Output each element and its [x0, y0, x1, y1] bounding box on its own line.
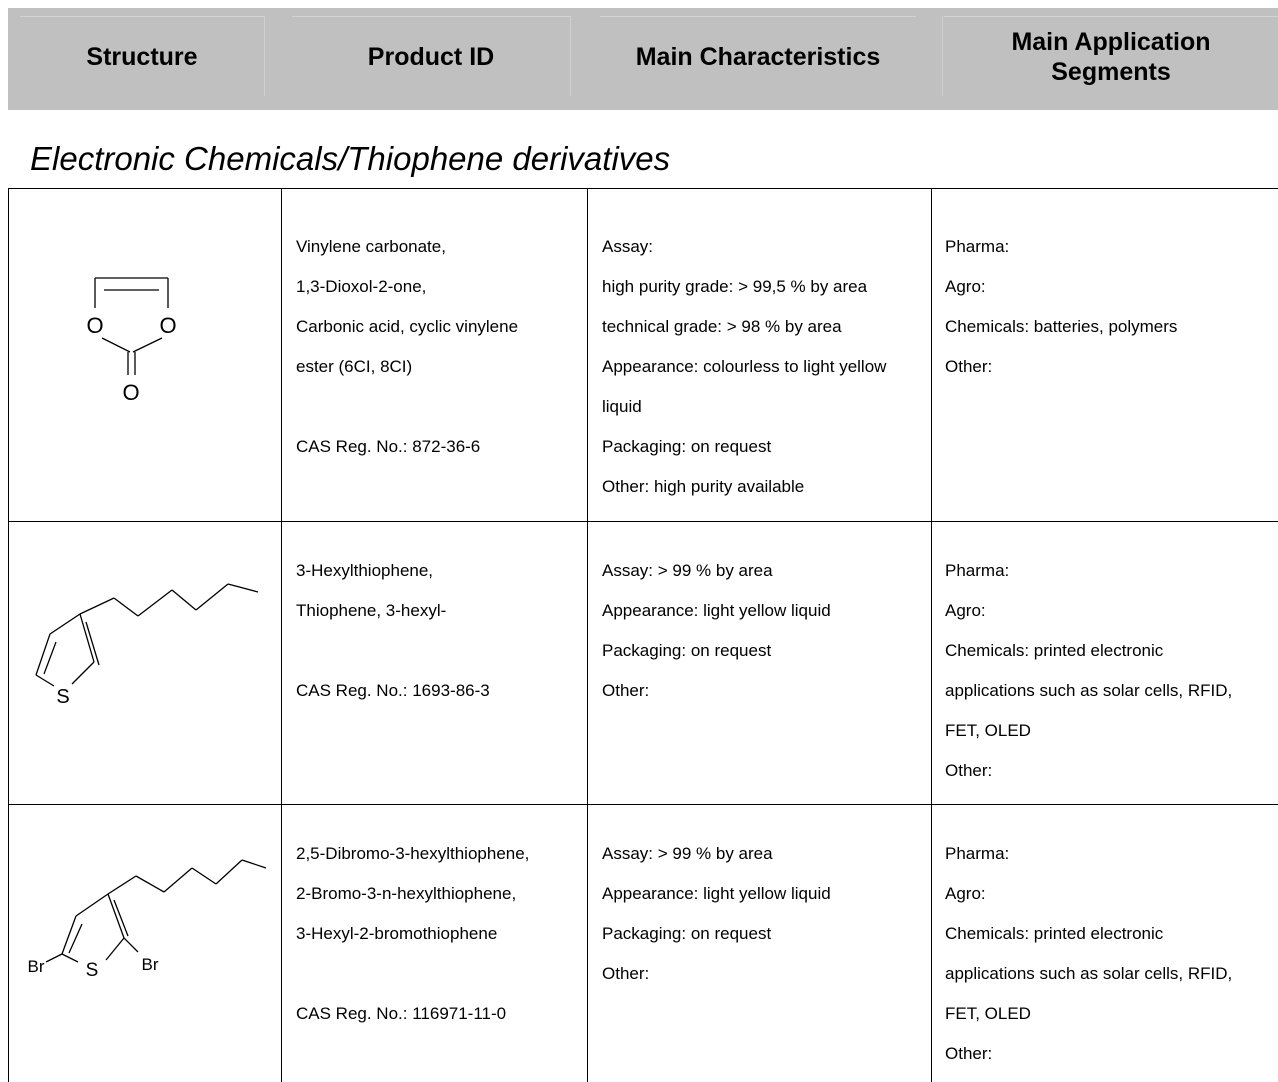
- application-line: Pharma:: [945, 561, 1010, 580]
- characteristic-line: Packaging: on request: [602, 924, 772, 943]
- atom-oxygen-bottom: O: [122, 380, 139, 405]
- header-main-characteristics-label: Main Characteristics: [635, 43, 881, 71]
- application-line: Agro:: [945, 601, 986, 620]
- application-line: Chemicals: batteries, polymers: [945, 317, 1178, 336]
- product-line: Carbonic acid, cyclic vinylene: [296, 317, 519, 336]
- atom-bromine-left: Br: [28, 957, 45, 976]
- characteristic-line: Appearance: light yellow liquid: [602, 601, 831, 620]
- header-main-application-line2: Segments: [1051, 58, 1171, 86]
- structure-vinylene-carbonate: O O O: [86, 277, 177, 405]
- application-line: Pharma:: [945, 844, 1010, 863]
- atom-sulfur: S: [86, 960, 99, 981]
- characteristic-line: Assay: > 99 % by area: [602, 844, 773, 863]
- applications-cell: Pharma: Agro: Chemicals: printed electro…: [945, 834, 1232, 1074]
- header-product-id-label: Product ID: [367, 43, 495, 71]
- header-separator: [942, 16, 943, 96]
- product-line: ester (6CI, 8CI): [296, 357, 413, 376]
- characteristic-line: high purity grade: > 99,5 % by area: [602, 277, 868, 296]
- characteristic-line: Packaging: on request: [602, 437, 772, 456]
- header-structure: Structure: [20, 16, 264, 97]
- application-line: applications such as solar cells, RFID,: [945, 681, 1233, 700]
- characteristic-line: liquid: [602, 397, 642, 416]
- header-main-application-label: Main Application Segments: [1011, 27, 1210, 87]
- application-line: Other:: [945, 357, 993, 376]
- characteristic-line: Other: high purity available: [602, 477, 805, 496]
- application-line: Pharma:: [945, 237, 1010, 256]
- header-separator: [570, 16, 571, 96]
- application-line: Other:: [945, 761, 993, 780]
- header-main-application-line1: Main Application: [1011, 28, 1211, 56]
- product-id-cell: 2,5-Dibromo-3-hexylthiophene, 2-Bromo-3-…: [296, 834, 529, 1034]
- characteristic-line: Assay:: [602, 237, 654, 256]
- applications-cell: Pharma: Agro: Chemicals: printed electro…: [945, 551, 1232, 791]
- header-main-characteristics: Main Characteristics: [600, 16, 916, 97]
- characteristic-line: technical grade: > 98 % by area: [602, 317, 842, 336]
- application-line: Chemicals: printed electronic: [945, 924, 1164, 943]
- cas-number: CAS Reg. No.: 1693-86-3: [296, 681, 490, 700]
- characteristics-cell: Assay: > 99 % by area Appearance: light …: [602, 834, 831, 994]
- atom-bromine-right: Br: [142, 955, 159, 974]
- product-id-cell: 3-Hexylthiophene, Thiophene, 3-hexyl- CA…: [296, 551, 490, 711]
- header-structure-label: Structure: [86, 43, 198, 71]
- characteristic-line: Packaging: on request: [602, 641, 772, 660]
- application-line: Agro:: [945, 884, 986, 903]
- characteristics-cell: Assay: > 99 % by area Appearance: light …: [602, 551, 831, 711]
- application-line: Chemicals: printed electronic: [945, 641, 1164, 660]
- product-line: Vinylene carbonate,: [296, 237, 446, 256]
- application-line: Agro:: [945, 277, 986, 296]
- table-header-band: [8, 8, 1278, 110]
- product-line: [296, 954, 529, 994]
- header-main-application: Main Application Segments: [944, 16, 1278, 97]
- cas-number: CAS Reg. No.: 116971-11-0: [296, 1004, 507, 1023]
- header-product-id: Product ID: [292, 16, 570, 97]
- atom-oxygen-right: O: [159, 313, 176, 338]
- application-line: FET, OLED: [945, 721, 1031, 740]
- characteristic-line: Assay: > 99 % by area: [602, 561, 773, 580]
- application-line: Other:: [945, 1044, 993, 1063]
- characteristic-line: Appearance: colourless to light yellow: [602, 357, 887, 376]
- characteristics-cell: Assay: high purity grade: > 99,5 % by ar…: [602, 227, 886, 507]
- applications-cell: Pharma: Agro: Chemicals: batteries, poly…: [945, 227, 1177, 387]
- structure-2-5-dibromo-3-hexylthiophene: Br S Br: [28, 859, 267, 981]
- characteristic-line: Other:: [602, 964, 650, 983]
- product-line: 3-Hexyl-2-bromothiophene: [296, 924, 498, 943]
- product-line: Thiophene, 3-hexyl-: [296, 601, 447, 620]
- product-line: 2-Bromo-3-n-hexylthiophene,: [296, 884, 517, 903]
- cas-number: CAS Reg. No.: 872-36-6: [296, 437, 481, 456]
- header-separator: [264, 16, 265, 96]
- application-line: FET, OLED: [945, 1004, 1031, 1023]
- product-line: 3-Hexylthiophene,: [296, 561, 434, 580]
- structure-3-hexylthiophene: S: [35, 583, 259, 708]
- product-line: 1,3-Dioxol-2-one,: [296, 277, 427, 296]
- section-title: Electronic Chemicals/Thiophene derivativ…: [30, 140, 671, 177]
- characteristic-line: Appearance: light yellow liquid: [602, 884, 831, 903]
- application-line: applications such as solar cells, RFID,: [945, 964, 1233, 983]
- product-line: 2,5-Dibromo-3-hexylthiophene,: [296, 844, 530, 863]
- characteristic-line: Other:: [602, 681, 650, 700]
- product-id-cell: Vinylene carbonate, 1,3-Dioxol-2-one, Ca…: [296, 227, 518, 467]
- product-line: [296, 631, 490, 671]
- product-line: [296, 387, 518, 427]
- atom-sulfur: S: [56, 686, 69, 708]
- atom-oxygen-left: O: [86, 313, 103, 338]
